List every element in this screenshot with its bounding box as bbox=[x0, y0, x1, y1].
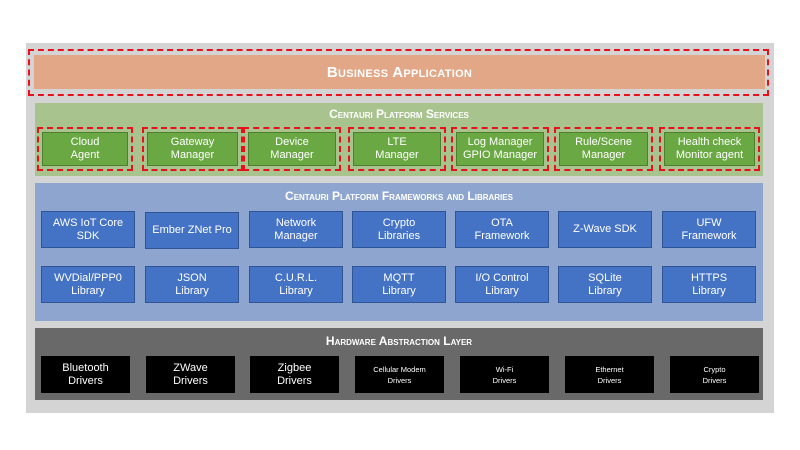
business-application-title: Business Application bbox=[326, 63, 473, 81]
driver-crypto: Crypto Drivers bbox=[670, 356, 759, 393]
service-highlight: Device Manager bbox=[243, 127, 341, 171]
library-curl: C.U.R.L. Library bbox=[249, 266, 343, 303]
library-https: HTTPS Library bbox=[662, 266, 756, 303]
service-highlight: Health check Monitor agent bbox=[659, 127, 760, 171]
library-network-manager: Network Manager bbox=[249, 211, 343, 248]
library-io-control: I/O Control Library bbox=[455, 266, 549, 303]
platform-services-title: Centauri Platform Services bbox=[329, 107, 469, 121]
library-wvdial-ppp0: WVDial/PPP0 Library bbox=[41, 266, 135, 303]
service-highlight: Log Manager GPIO Manager bbox=[451, 127, 549, 171]
driver-cellular-modem: Cellular Modem Drivers bbox=[355, 356, 444, 393]
library-ufw-framework: UFW Framework bbox=[662, 211, 756, 248]
driver-zigbee: Zigbee Drivers bbox=[250, 356, 339, 393]
business-application-highlight bbox=[28, 49, 769, 96]
service-lte-manager: LTE Manager bbox=[353, 132, 441, 166]
frameworks-libraries-layer: Centauri Platform Frameworks and Librari… bbox=[35, 183, 763, 321]
library-aws-iot-core-sdk: AWS IoT Core SDK bbox=[41, 211, 135, 248]
driver-zwave: ZWave Drivers bbox=[146, 356, 235, 393]
library-sqlite: SQLite Library bbox=[558, 266, 652, 303]
driver-bluetooth: Bluetooth Drivers bbox=[41, 356, 130, 393]
hardware-abstraction-title: Hardware Abstraction Layer bbox=[325, 334, 473, 348]
service-highlight: Gateway Manager bbox=[142, 127, 243, 171]
service-gateway-manager: Gateway Manager bbox=[147, 132, 238, 166]
driver-wifi: Wi-Fi Drivers bbox=[460, 356, 549, 393]
library-ember-znet-pro: Ember ZNet Pro bbox=[145, 212, 239, 249]
hardware-abstraction-layer: Hardware Abstraction Layer Bluetooth Dri… bbox=[35, 328, 763, 400]
library-crypto-libraries: Crypto Libraries bbox=[352, 211, 446, 248]
service-cloud-agent: Cloud Agent bbox=[42, 132, 128, 166]
frameworks-libraries-title: Centauri Platform Frameworks and Librari… bbox=[285, 189, 513, 203]
service-log-gpio-manager: Log Manager GPIO Manager bbox=[456, 132, 544, 166]
service-health-check-monitor: Health check Monitor agent bbox=[664, 132, 755, 166]
service-device-manager: Device Manager bbox=[248, 132, 336, 166]
service-rule-scene-manager: Rule/Scene Manager bbox=[559, 132, 648, 166]
business-application-layer: Business Application bbox=[34, 55, 765, 89]
library-ota-framework: OTA Framework bbox=[455, 211, 549, 248]
platform-services-layer: Centauri Platform Services Cloud Agent G… bbox=[35, 103, 763, 176]
library-z-wave-sdk: Z-Wave SDK bbox=[558, 211, 652, 248]
service-highlight: Rule/Scene Manager bbox=[554, 127, 653, 171]
service-highlight: Cloud Agent bbox=[37, 127, 133, 171]
library-mqtt: MQTT Library bbox=[352, 266, 446, 303]
service-highlight: LTE Manager bbox=[348, 127, 446, 171]
library-json: JSON Library bbox=[145, 266, 239, 303]
driver-ethernet: Ethernet Drivers bbox=[565, 356, 654, 393]
